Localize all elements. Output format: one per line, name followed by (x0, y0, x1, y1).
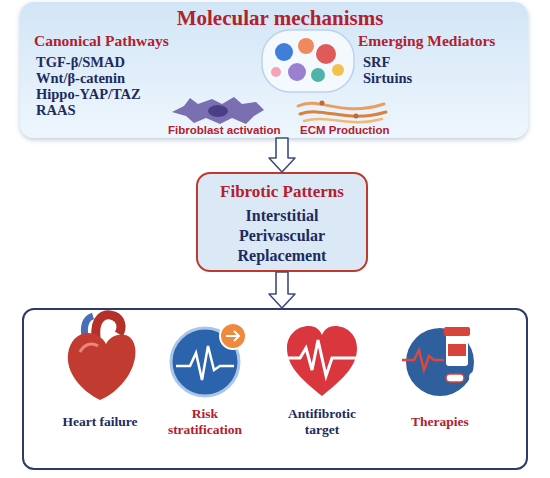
ecg-line (281, 340, 363, 376)
aorta-symbol (96, 315, 121, 338)
pathway-item: Wnt/β-catenin (36, 70, 206, 87)
fibroblast-body (172, 97, 264, 124)
ecm-illustration (298, 101, 386, 123)
risk-marker (220, 323, 246, 349)
heart-symbol (287, 326, 357, 396)
bottle-cap (444, 327, 470, 336)
panel-title: Molecular mechanisms (26, 6, 534, 30)
risk-badge (171, 328, 239, 396)
ecm-fiber (300, 112, 386, 116)
pattern-box: Fibrotic PatternsInterstitialPerivascula… (196, 172, 368, 272)
ecm-fiber (304, 119, 382, 122)
flow-arrow (269, 272, 295, 308)
mediator-item: Sirtuins (363, 70, 513, 87)
cell-blob (275, 43, 293, 61)
vessel-symbol (84, 316, 93, 340)
cell-blob (288, 63, 306, 81)
fibroblast-nucleus (208, 105, 228, 117)
heart-symbol (68, 333, 136, 400)
outcome-label: Heart failure (55, 414, 145, 430)
pattern-item: Replacement (198, 247, 366, 265)
heart-highlight (80, 344, 98, 352)
bottle-label (448, 344, 466, 356)
ecg-line (402, 350, 444, 370)
therapy-icon (402, 327, 479, 396)
process-label: Fibroblast activation (168, 124, 298, 137)
ecm-dot (320, 101, 325, 106)
outcome-label: Therapies (395, 414, 485, 430)
ecm-dot (354, 114, 359, 119)
mechanism-panel: Molecular mechanismsCanonical PathwaysTG… (20, 2, 528, 138)
pathway-item: TGF-β/SMAD (36, 54, 206, 71)
mediator-item: SRF (363, 54, 513, 71)
cell-illustration (262, 30, 354, 92)
pathway-item: RAAS (36, 102, 206, 119)
outcome-label: Risk stratification (160, 406, 250, 437)
target-icon (281, 326, 363, 396)
ecg-line (176, 346, 234, 380)
group-heading: Emerging Mediators (358, 32, 528, 50)
heart-icon (68, 315, 136, 400)
process-label: ECM Production (300, 124, 410, 137)
cell-blob (316, 44, 336, 64)
therapy-badge (406, 328, 474, 396)
pathway-item: Hippo-YAP/TAZ (36, 86, 206, 103)
capsule-pill (446, 374, 464, 382)
fibroblast-illustration (172, 97, 264, 124)
ecm-fiber (298, 103, 384, 109)
cell-blob (298, 38, 314, 54)
pattern-item: Interstitial (198, 207, 366, 225)
group-heading: Canonical Pathways (34, 32, 214, 50)
risk-icon (171, 323, 246, 396)
round-pill (469, 372, 479, 382)
pill-bottle (446, 334, 468, 366)
cell-blob (271, 67, 281, 77)
cell-blob (332, 64, 344, 76)
risk-arrow (226, 331, 239, 341)
pattern-item: Perivascular (198, 227, 366, 245)
box-heading: Fibrotic Patterns (198, 182, 366, 202)
cell-blob (311, 68, 325, 82)
outcome-box: Heart failure Risk stratification Antifibr… (22, 308, 528, 470)
flow-arrow (269, 138, 295, 172)
cell-capsule (262, 30, 354, 92)
outcome-label: Antifibrotic target (277, 406, 367, 437)
